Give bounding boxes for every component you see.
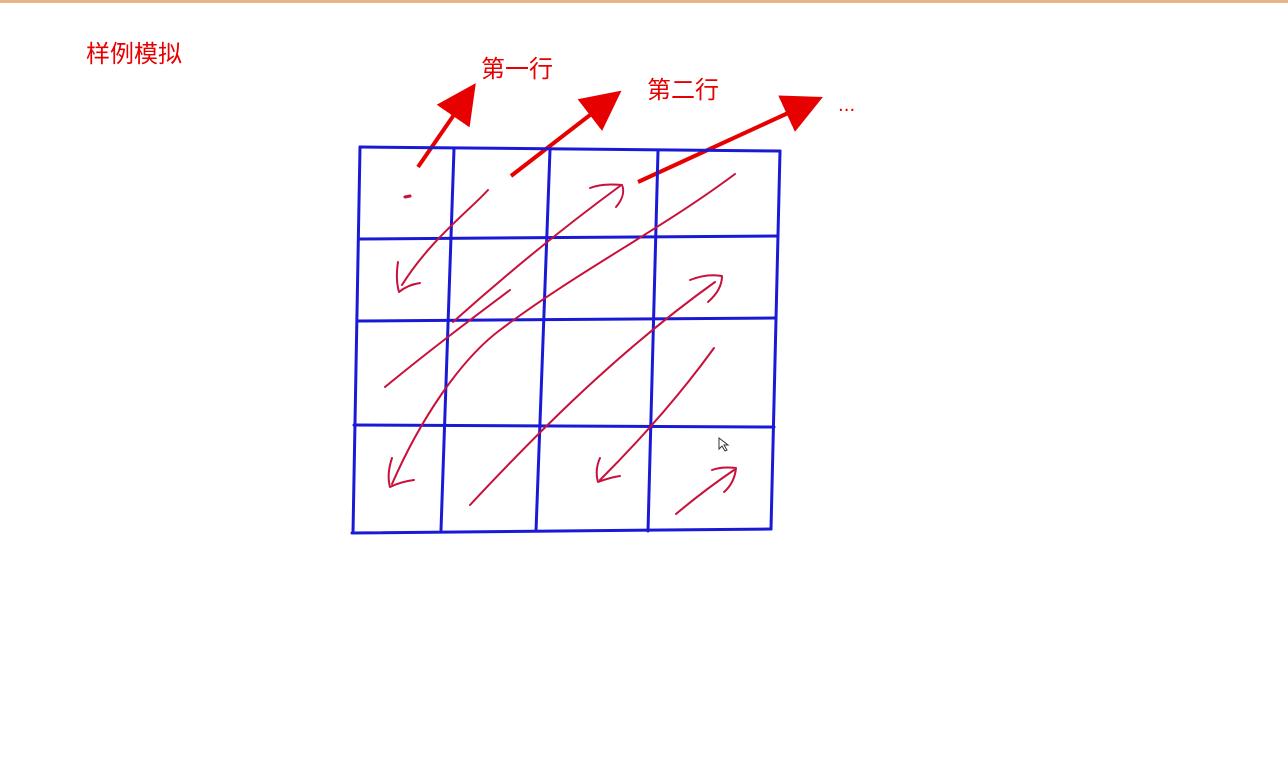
grid-line-h1 [357, 234, 780, 241]
page-title: 样例模拟 [86, 40, 182, 68]
start-dot [403, 194, 412, 199]
stroke-diag-6-up [675, 469, 735, 515]
arrowhead-diag-1 [395, 261, 421, 293]
grid [350, 145, 782, 535]
row2-label: 第二行 [647, 76, 719, 104]
grid-line-v3 [646, 149, 660, 533]
grid-line-v2 [534, 148, 552, 533]
annotation-arrows [416, 83, 823, 184]
stroke-diag-2-up [452, 185, 621, 323]
stroke-diag-4a [384, 289, 511, 388]
traversal-strokes [384, 173, 737, 515]
row2-arrow [509, 90, 622, 178]
grid-line-h0 [358, 145, 782, 153]
mouse-pointer-icon [718, 436, 730, 452]
stroke-diag-3-down [391, 173, 736, 485]
row1-label: 第一行 [481, 55, 553, 83]
grid-line-v0 [351, 145, 362, 535]
stroke-diag-4-up [469, 281, 716, 506]
stroke-diag-5-down [599, 347, 715, 481]
grid-line-h3 [352, 423, 776, 429]
arrowhead-diag-2 [589, 183, 625, 208]
grid-line-h2 [355, 316, 778, 323]
arrowhead-diag-4 [689, 274, 723, 303]
stroke-diag-1-down [401, 189, 489, 286]
grid-line-v4 [769, 149, 782, 531]
more-arrow [637, 95, 823, 184]
row1-arrow [416, 83, 476, 169]
arrowhead-diag-6 [711, 466, 737, 493]
arrowhead-diag-3 [387, 457, 415, 488]
arrowhead-diag-5 [595, 457, 621, 483]
grid-line-v1 [439, 147, 456, 532]
grid-line-h4 [350, 527, 773, 535]
top-border [0, 0, 1288, 3]
more-label: ... [838, 95, 855, 116]
